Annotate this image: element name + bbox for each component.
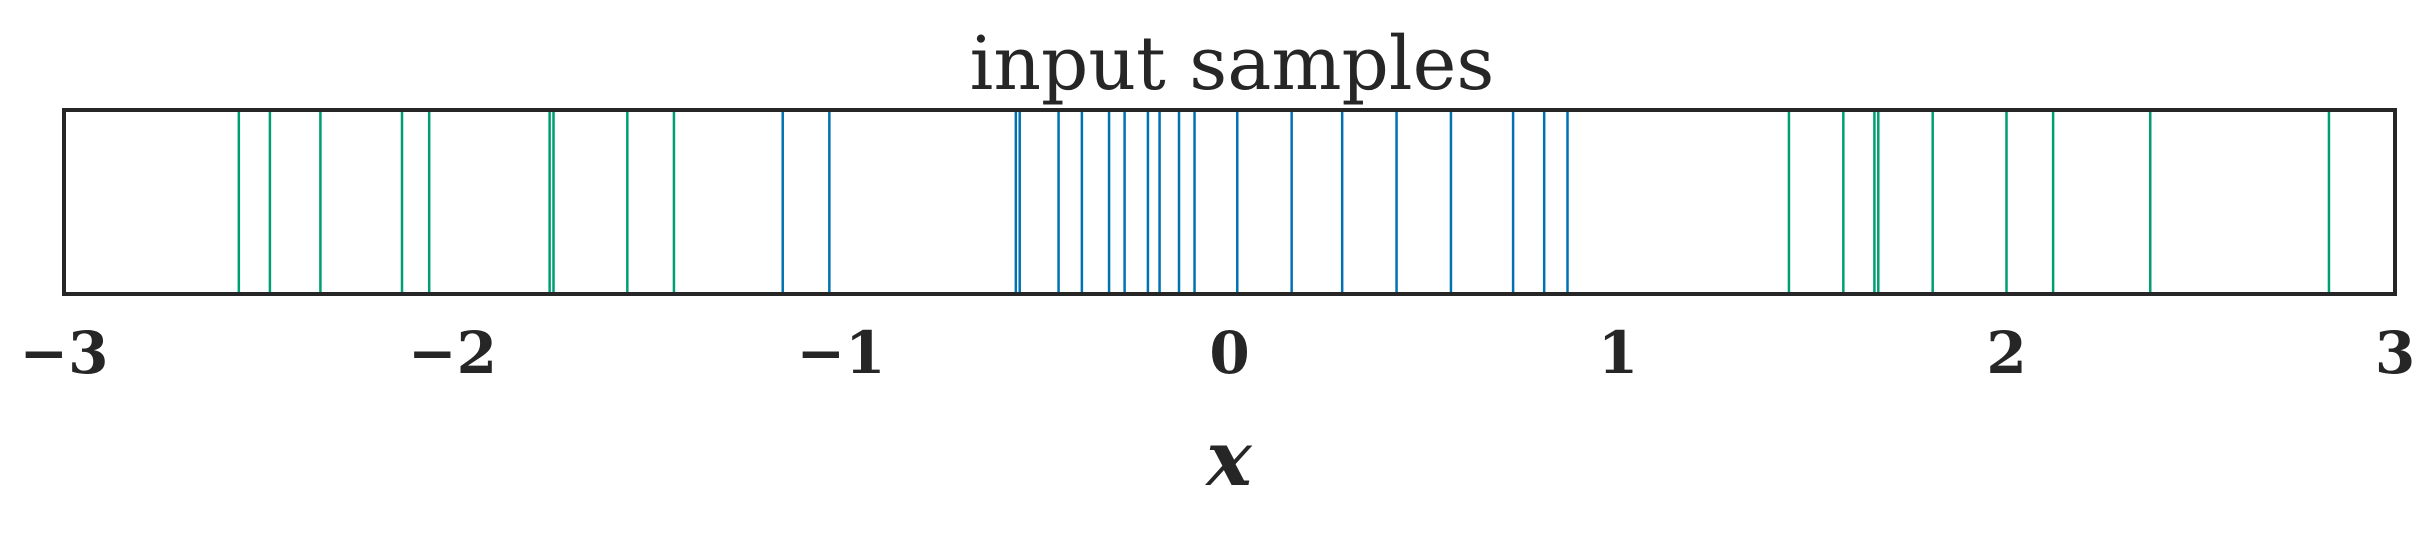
chart-title: input samples xyxy=(970,21,1495,107)
x-tick-label: 2 xyxy=(1986,319,2026,387)
x-tick-label: 1 xyxy=(1598,319,1638,387)
x-tick-label: 3 xyxy=(2375,319,2415,387)
x-tick-label: −1 xyxy=(797,319,886,387)
x-tick-label: 0 xyxy=(1209,319,1249,387)
x-tick-label: −3 xyxy=(20,319,109,387)
plot-frame xyxy=(62,108,2397,296)
sample-marks xyxy=(237,110,2331,294)
x-tick-label: −2 xyxy=(408,319,497,387)
x-axis-label: x xyxy=(1204,414,1253,503)
x-axis-ticks: −3 −2 −1 0 1 2 3 xyxy=(20,319,2416,387)
